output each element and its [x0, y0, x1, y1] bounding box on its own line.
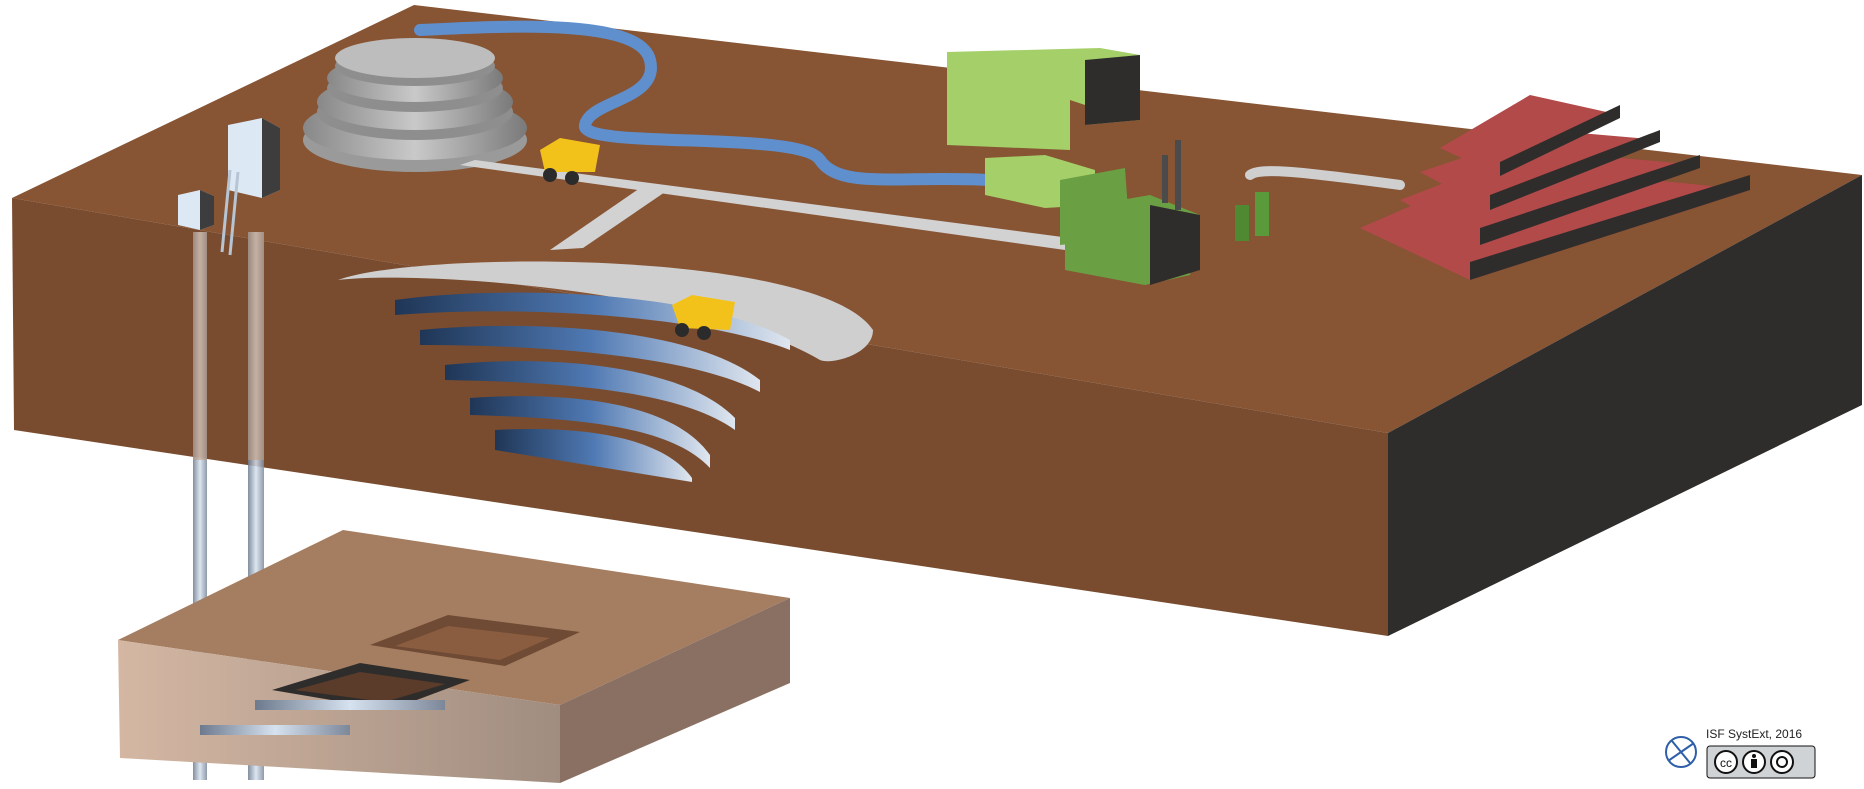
ground-side-face: [1388, 175, 1862, 636]
tailings-pile-icon: [303, 38, 527, 172]
ground-front-face: [12, 198, 1388, 636]
open-pit-icon: [338, 261, 873, 482]
underground-works-icon: [118, 530, 790, 783]
credit-text: ISF SystExt, 2016: [1706, 727, 1803, 741]
creative-commons-by-icon[interactable]: cc: [1706, 745, 1816, 779]
underground-side: [560, 598, 790, 783]
svg-text:cc: cc: [1720, 756, 1732, 770]
isf-systext-logo-icon: [1665, 736, 1697, 768]
headframe-icon: [178, 118, 280, 256]
haul-road: [460, 160, 1405, 250]
waste-dump-icon: [1360, 95, 1750, 280]
credit-block: ISF SystExt, 2016 cc: [1656, 725, 1856, 785]
ground-block: [12, 5, 1862, 636]
processing-plant-icon: [947, 48, 1269, 285]
underground-front: [118, 640, 560, 783]
haul-truck-icon: [540, 138, 735, 340]
river-icon: [414, 20, 996, 186]
